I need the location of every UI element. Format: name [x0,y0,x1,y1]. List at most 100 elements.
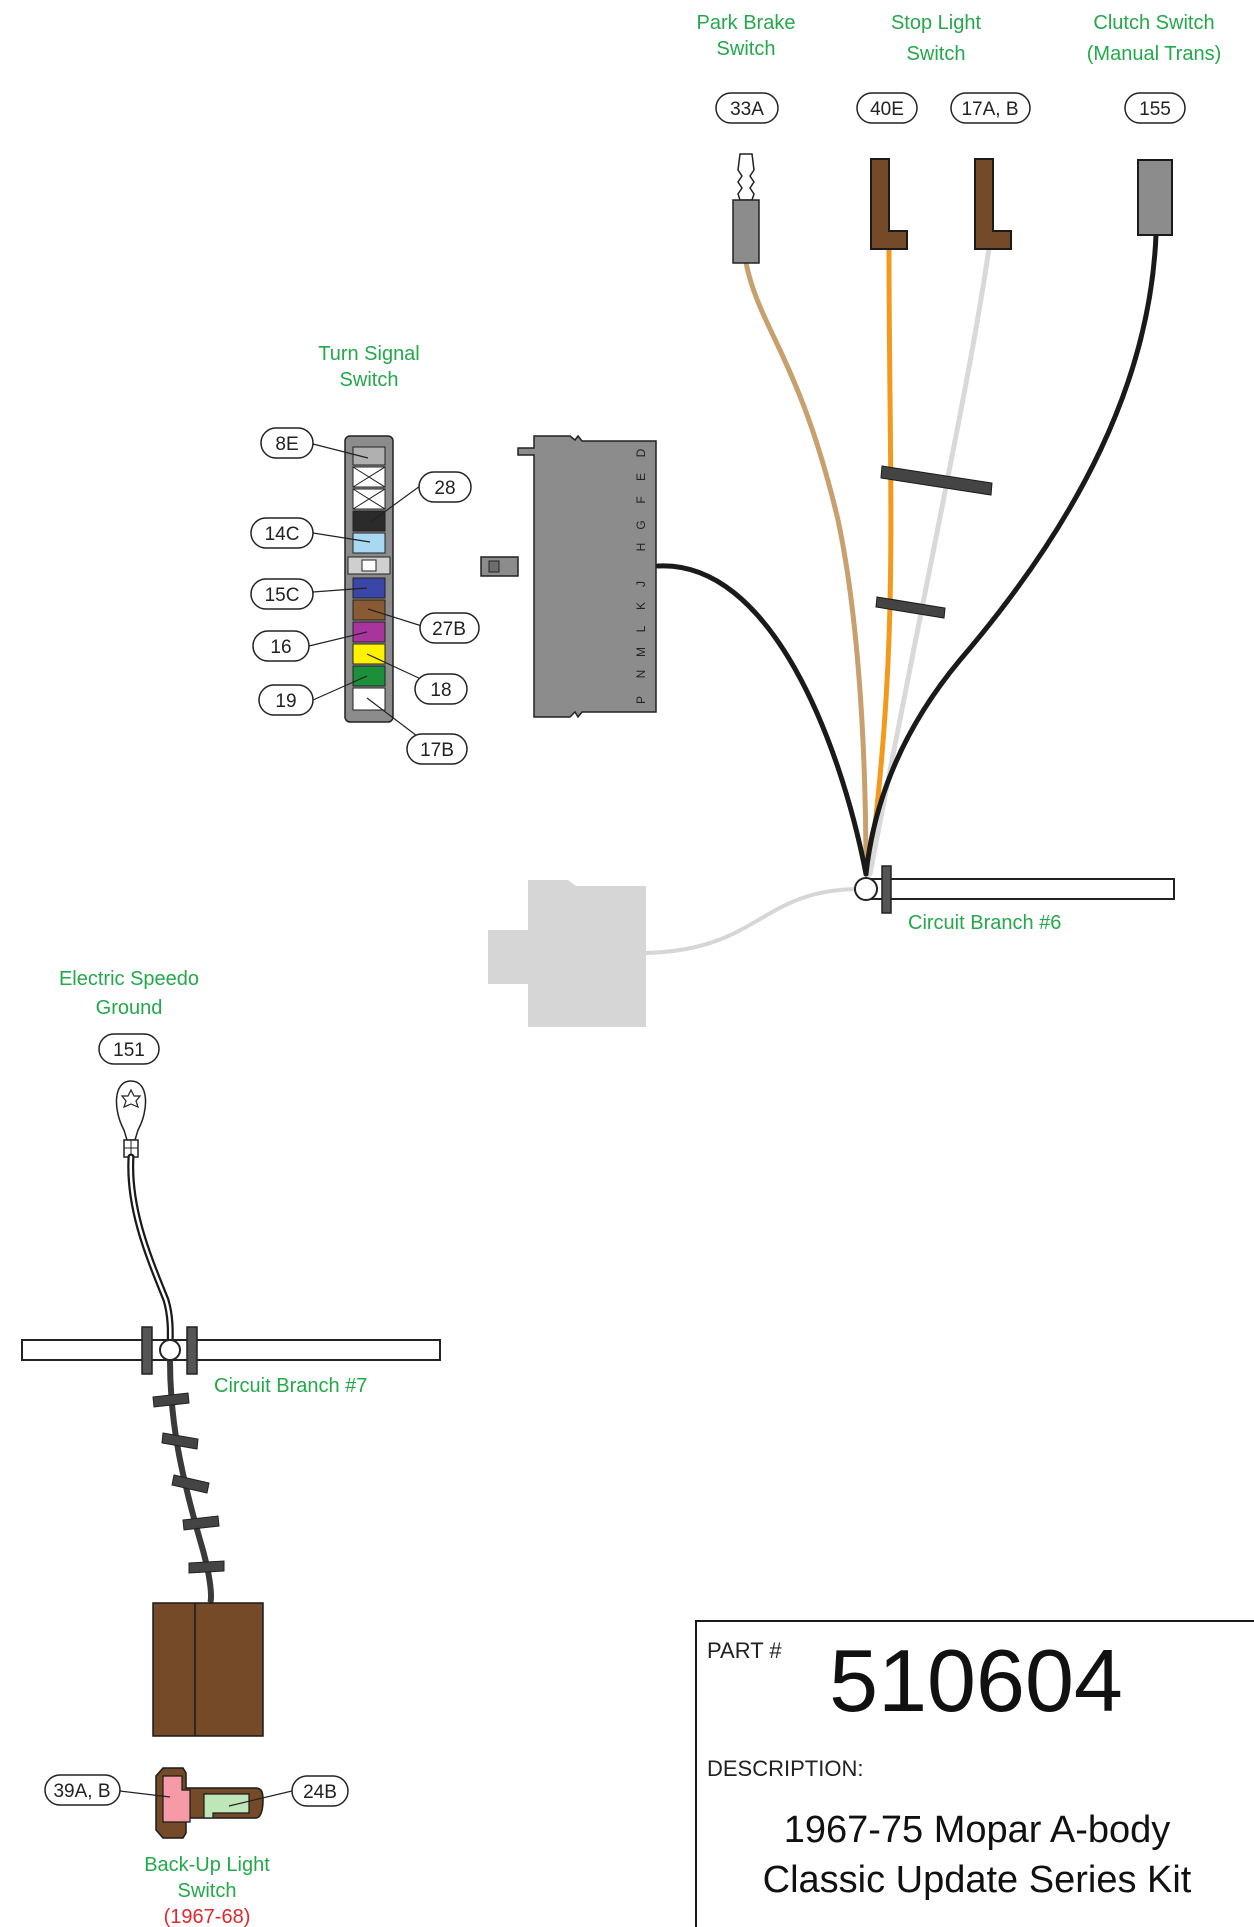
svg-text:27B: 27B [432,619,466,640]
cavity-empty-lower [352,488,386,510]
tag-14c: 14C [250,517,314,549]
circuit-branch-6: Circuit Branch #6 [854,865,1175,934]
electric-speedo-ground-label: Electric Speedo Ground [59,968,199,1019]
tag-17b: 17B [406,733,468,765]
backup-light-switch-label: Back-Up Light Switch (1967-68) [144,1854,270,1927]
pin-letter-j: J [634,581,648,587]
wire-clutch-black [863,232,1159,877]
description-line-2: Classic Update Series Kit [763,1859,1192,1901]
pin-letter-e: E [634,473,648,481]
cavity-8e [352,446,386,466]
svg-text:Ground: Ground [96,997,163,1019]
svg-text:17A, B: 17A, B [961,99,1018,120]
cavity-empty-upper [352,466,386,488]
wire-stop-light-orange [866,245,894,877]
tag-39ab: 39A, B [44,1774,121,1806]
backup-light-connector-body [152,1602,264,1737]
clutch-switch-label: Clutch Switch (Manual Trans) [1087,12,1222,65]
svg-text:Park Brake: Park Brake [697,12,796,34]
svg-text:(Manual Trans): (Manual Trans) [1087,43,1222,65]
svg-text:16: 16 [270,637,291,658]
cavity-27b [352,599,386,621]
wire-park-brake-tan [743,260,869,877]
wire-turn-signal-black [655,563,869,877]
description-label: DESCRIPTION: [707,1756,863,1781]
svg-text:Turn Signal: Turn Signal [318,343,420,365]
backup-leaders [119,1790,293,1807]
svg-text:Stop Light: Stop Light [891,12,982,34]
svg-text:151: 151 [113,1040,145,1061]
svg-text:Clutch Switch: Clutch Switch [1093,12,1214,34]
pin-letter-p: P [634,696,648,704]
part-label: PART # [707,1638,782,1663]
circuit-branch-7-label: Circuit Branch #7 [214,1375,367,1397]
cavity-16 [352,621,386,643]
clamp-lower [875,596,946,619]
faded-connector [488,880,646,1027]
circuit-branch-7: Circuit Branch #7 [21,1326,441,1605]
pin-letter-k: K [634,602,648,610]
turn-signal-leaders [308,443,426,740]
svg-text:Electric Speedo: Electric Speedo [59,968,199,990]
svg-text:Switch: Switch [717,38,776,60]
clutch-switch-connector [1137,159,1173,236]
svg-text:15C: 15C [265,585,300,606]
backup-years-label: (1967-68) [164,1906,251,1927]
tag-40e: 40E [856,92,918,124]
svg-text:28: 28 [434,478,455,499]
cavity-15c [352,577,386,599]
pin-letter-h: H [634,543,648,552]
tag-28: 28 [418,471,472,503]
park-brake-switch-label: Park Brake Switch [697,12,796,60]
svg-text:14C: 14C [265,524,300,545]
backup-light-switch [155,1767,264,1839]
tag-8e: 8E [260,427,314,459]
connector-latch [347,556,391,575]
tag-155: 155 [1124,92,1186,124]
pin-letter-l: L [634,625,648,632]
connector-pin-letters: D E F G H J K L M N P [634,448,648,704]
tag-18: 18 [414,673,468,705]
ring-terminal [115,1080,147,1158]
svg-text:8E: 8E [275,434,298,455]
tag-15c: 15C [250,578,314,610]
park-brake-connector [732,153,760,264]
svg-text:Switch: Switch [907,43,966,65]
tag-19: 19 [258,684,314,716]
branch6-wires [644,232,1159,955]
svg-text:33A: 33A [730,99,764,120]
cavity-14c [352,532,386,554]
svg-text:18: 18 [430,680,451,701]
speedo-ground-wire [127,1153,174,1354]
tag-16: 16 [252,630,310,662]
cavity-19 [352,665,386,687]
turn-signal-connector [344,435,394,723]
svg-text:17B: 17B [420,740,454,761]
clamp-upper [880,465,993,496]
stop-light-connector-17ab [974,158,1012,250]
svg-text:39A, B: 39A, B [53,1781,110,1802]
part-number: 510604 [829,1631,1123,1730]
svg-text:19: 19 [275,691,296,712]
svg-text:Switch: Switch [340,369,399,391]
description-line-1: 1967-75 Mopar A-body [784,1809,1171,1851]
pin-letter-m: M [634,647,648,657]
circuit-branch-6-label: Circuit Branch #6 [908,912,1061,934]
svg-text:Back-Up Light: Back-Up Light [144,1854,270,1876]
pin-letter-n: N [634,670,648,679]
tag-33a: 33A [715,92,779,124]
pin-letter-g: G [634,520,648,529]
tag-24b: 24B [291,1775,349,1807]
title-block: PART # 510604 DESCRIPTION: 1967-75 Mopar… [695,1620,1254,1927]
svg-text:155: 155 [1139,99,1171,120]
stop-light-switch-label: Stop Light Switch [891,12,982,65]
tag-151: 151 [98,1033,160,1065]
svg-text:24B: 24B [303,1782,337,1803]
wire-clamps [875,465,993,619]
wire-gray-17ab [867,245,992,877]
cavity-28 [352,510,386,532]
tag-17ab: 17A, B [950,92,1031,124]
pin-letter-f: F [634,496,648,503]
stop-light-connector-40e [870,158,908,250]
